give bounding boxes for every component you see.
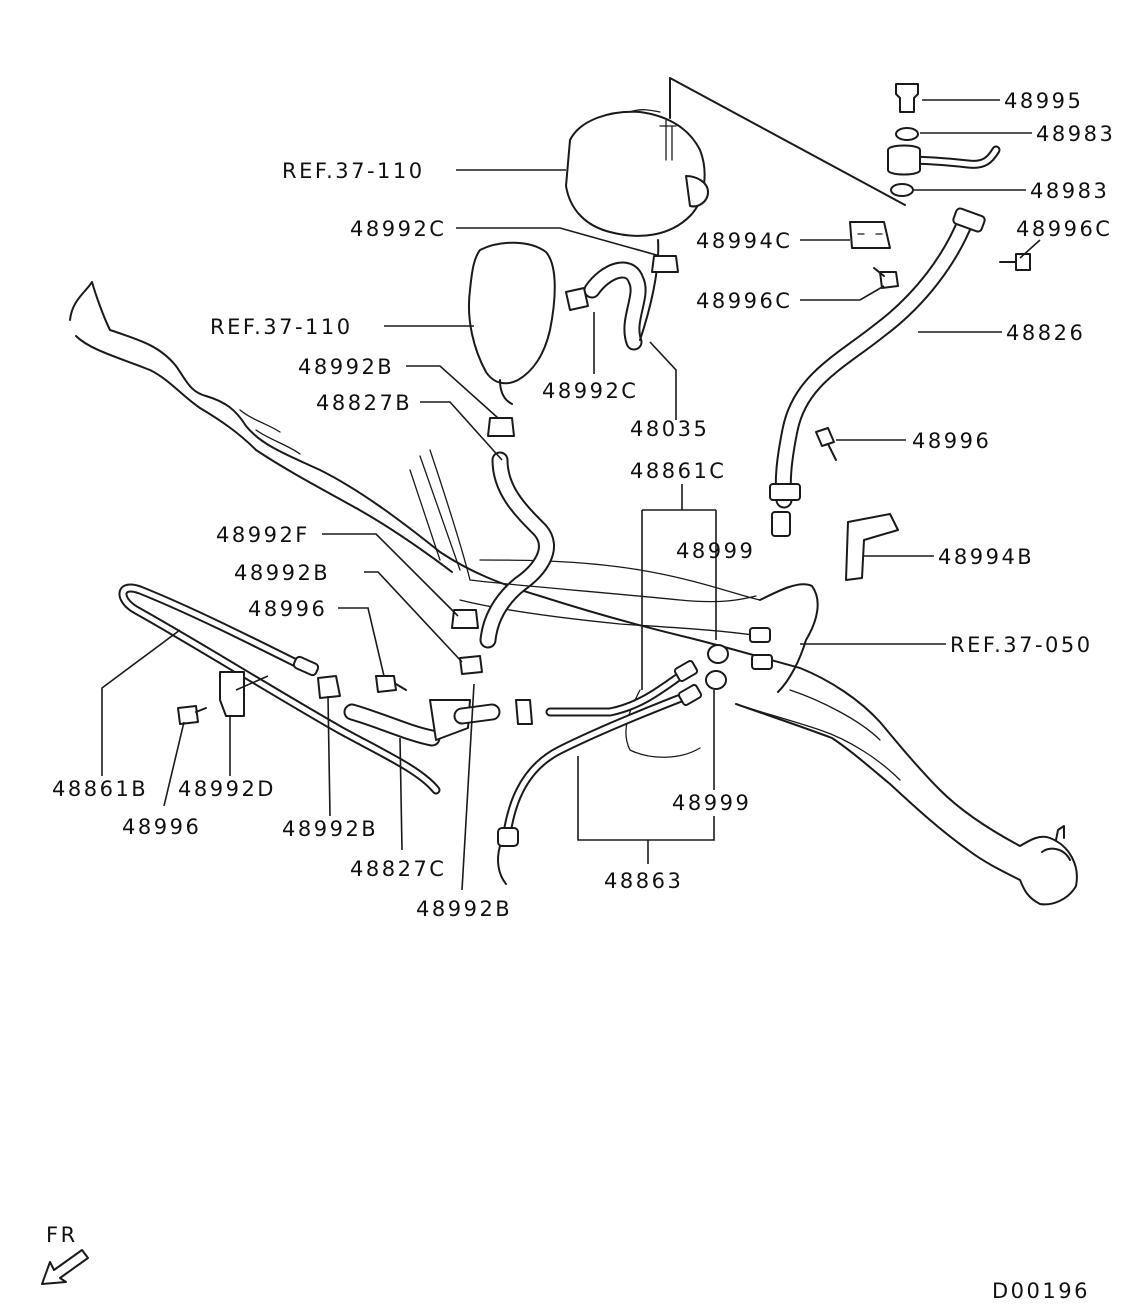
label-48992C-lower: 48992C — [542, 379, 638, 403]
label-ref-37-110-upper: REF.37-110 — [282, 159, 425, 183]
front-direction-indicator: FR — [41, 1223, 89, 1285]
label-48827C: 48827C — [350, 857, 446, 881]
front-arrow-icon — [41, 1249, 89, 1285]
label-48827B: 48827B — [316, 391, 412, 415]
steering-gear-box — [69, 281, 1078, 906]
fr-label: FR — [46, 1223, 78, 1247]
label-ref-37-050: REF.37-050 — [950, 633, 1093, 657]
label-48996-right: 48996 — [912, 429, 991, 453]
part-labels: 48995 48983 48983 48996C 48994C 48996C 4… — [52, 89, 1115, 921]
label-48992B-low: 48992B — [282, 817, 378, 841]
return-pipe-48861B — [118, 583, 441, 795]
label-48999-upper: 48999 — [676, 539, 755, 563]
label-48983-upper: 48983 — [1036, 122, 1115, 146]
label-48992C-upper: 48992C — [350, 217, 446, 241]
label-48035: 48035 — [630, 417, 709, 441]
label-48992D: 48992D — [178, 777, 276, 801]
label-48861B: 48861B — [52, 777, 148, 801]
label-48861C: 48861C — [630, 459, 726, 483]
pipes-48861C-48863 — [469, 579, 757, 885]
hose-48827B — [479, 451, 555, 649]
label-48996C-right: 48996C — [1016, 217, 1112, 241]
drawing-id: D00196 — [992, 1279, 1090, 1303]
leader-lines — [101, 99, 1041, 891]
hose-48827C — [343, 699, 501, 747]
label-48996-left: 48996 — [248, 597, 327, 621]
label-48994C: 48994C — [696, 229, 792, 253]
label-48996-bottom: 48996 — [122, 815, 201, 839]
label-48996C-left: 48996C — [696, 289, 792, 313]
reservoir-upper — [565, 77, 906, 237]
hardware-parts — [177, 83, 1031, 725]
label-48992B-bottom: 48992B — [416, 897, 512, 921]
label-48826: 48826 — [1006, 321, 1085, 345]
label-ref-37-110-lower: REF.37-110 — [210, 315, 353, 339]
label-48994B: 48994B — [938, 545, 1034, 569]
label-48992B-mid: 48992B — [234, 561, 330, 585]
pressure-hose-48826 — [769, 145, 1001, 537]
reservoir-lower — [467, 241, 556, 405]
label-48992B-top: 48992B — [298, 355, 394, 379]
label-48992F: 48992F — [216, 523, 310, 547]
suction-hose-48035 — [583, 239, 660, 351]
label-48983-lower: 48983 — [1030, 179, 1109, 203]
label-48863: 48863 — [604, 869, 683, 893]
label-48995: 48995 — [1004, 89, 1083, 113]
label-48999-lower: 48999 — [672, 791, 751, 815]
